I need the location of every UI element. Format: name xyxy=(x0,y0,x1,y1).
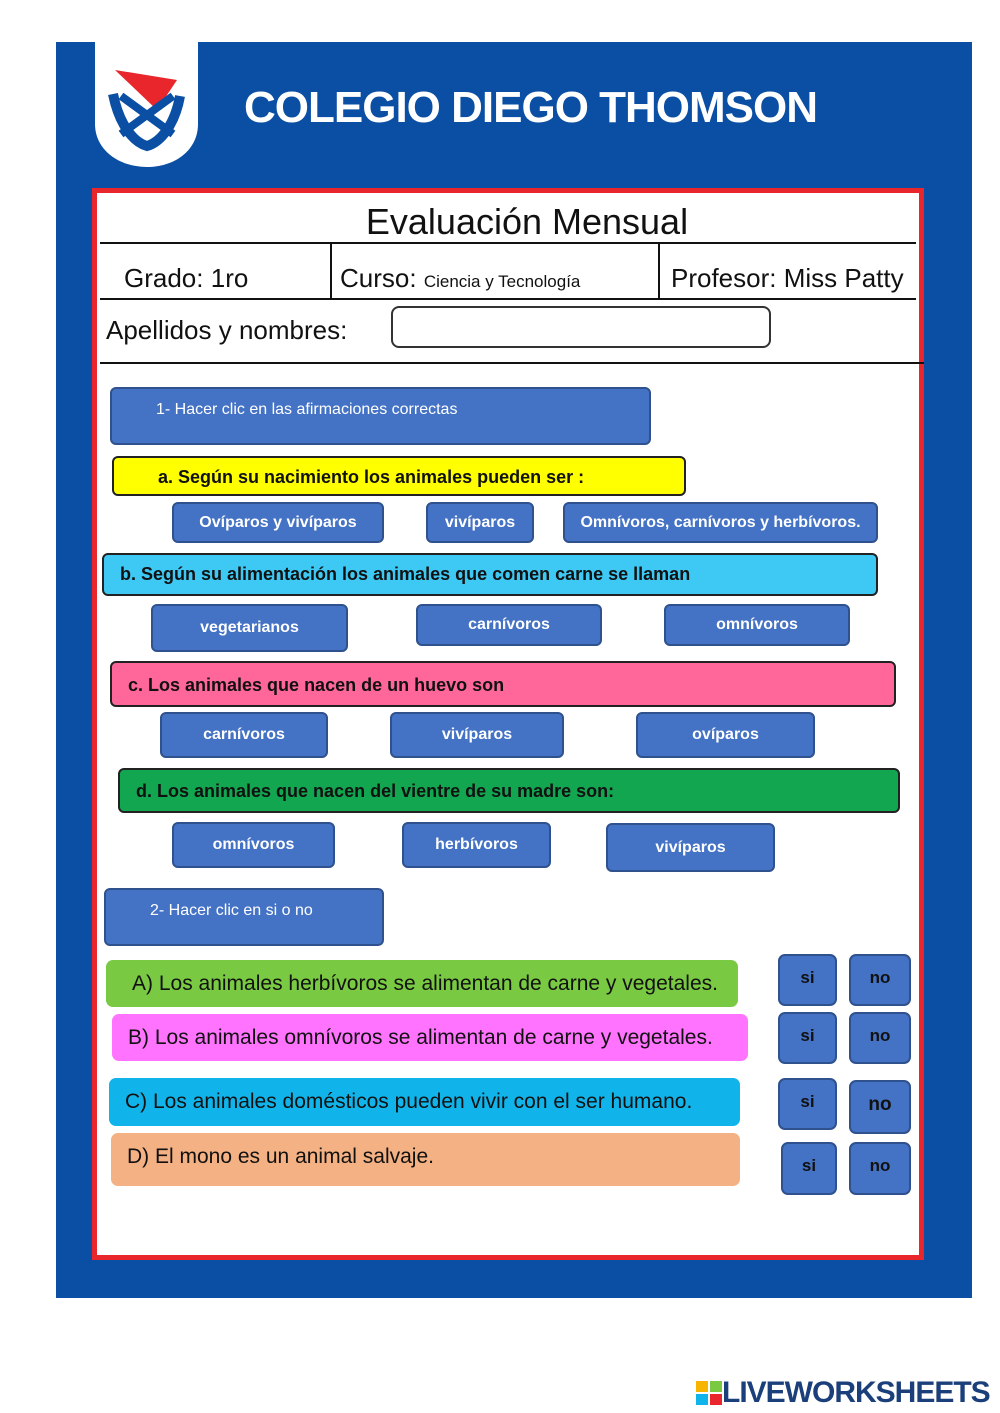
si-button[interactable]: si xyxy=(778,954,837,1006)
question-a: a. Según su nacimiento los animales pued… xyxy=(112,456,686,496)
statement-d: D) El mono es un animal salvaje. xyxy=(111,1133,740,1186)
divider xyxy=(100,298,916,300)
nombres-label: Apellidos y nombres: xyxy=(106,315,348,345)
option-button[interactable]: carnívoros xyxy=(416,604,602,646)
curso-label: Curso: xyxy=(340,263,417,293)
divider xyxy=(100,242,916,244)
no-button[interactable]: no xyxy=(849,1142,911,1195)
divider xyxy=(330,243,332,299)
no-button[interactable]: no xyxy=(849,1080,911,1134)
no-button[interactable]: no xyxy=(849,1012,911,1064)
question-b: b. Según su alimentación los animales qu… xyxy=(102,553,878,596)
instruction-1: 1- Hacer clic en las afirmaciones correc… xyxy=(110,387,651,445)
si-button[interactable]: si xyxy=(778,1078,837,1130)
no-button[interactable]: no xyxy=(849,954,911,1006)
divider xyxy=(658,243,660,299)
si-button[interactable]: si xyxy=(781,1142,837,1195)
curso-value: Ciencia y Tecnología xyxy=(423,272,581,291)
page-title: Evaluación Mensual xyxy=(365,201,689,242)
school-shield-logo xyxy=(95,42,198,167)
liveworksheets-brand[interactable]: LIVEWORKSHEETS xyxy=(696,1376,996,1410)
option-button[interactable]: omnívoros xyxy=(172,822,335,868)
option-button[interactable]: vivíparos xyxy=(606,823,775,872)
grado-label: Grado: xyxy=(124,263,204,293)
statement-a: A) Los animales herbívoros se alimentan … xyxy=(106,960,738,1007)
grado-value: 1ro xyxy=(210,263,249,293)
option-button[interactable]: carnívoros xyxy=(160,712,328,758)
statement-b: B) Los animales omnívoros se alimentan d… xyxy=(112,1014,748,1061)
instruction-2: 2- Hacer clic en si o no xyxy=(104,888,384,946)
option-button[interactable]: Omnívoros, carnívoros y herbívoros. xyxy=(563,502,878,543)
question-d: d. Los animales que nacen del vientre de… xyxy=(118,768,900,813)
option-button[interactable]: omnívoros xyxy=(664,604,850,646)
option-button[interactable]: herbívoros xyxy=(402,822,551,868)
option-button[interactable]: ovíparos xyxy=(636,712,815,758)
si-button[interactable]: si xyxy=(778,1012,837,1064)
statement-c: C) Los animales domésticos pueden vivir … xyxy=(109,1078,740,1126)
option-button[interactable]: vegetarianos xyxy=(151,604,348,652)
curso-field: Curso: Ciencia y Tecnología xyxy=(340,262,580,298)
option-button[interactable]: vivíparos xyxy=(390,712,564,758)
liveworksheets-logo-icon xyxy=(696,1381,722,1405)
option-button[interactable]: Ovíparos y vivíparos xyxy=(172,502,384,543)
school-name: COLEGIO DIEGO THOMSON xyxy=(244,83,818,132)
option-button[interactable]: vivíparos xyxy=(426,502,534,543)
profesor-field: Profesor: Miss Patty xyxy=(671,263,904,293)
brand-name: LIVEWORKSHEETS xyxy=(722,1376,991,1409)
question-c: c. Los animales que nacen de un huevo so… xyxy=(110,661,896,707)
divider xyxy=(100,362,924,364)
nombres-input[interactable] xyxy=(391,306,771,348)
grado-field: Grado: 1ro xyxy=(124,262,248,294)
